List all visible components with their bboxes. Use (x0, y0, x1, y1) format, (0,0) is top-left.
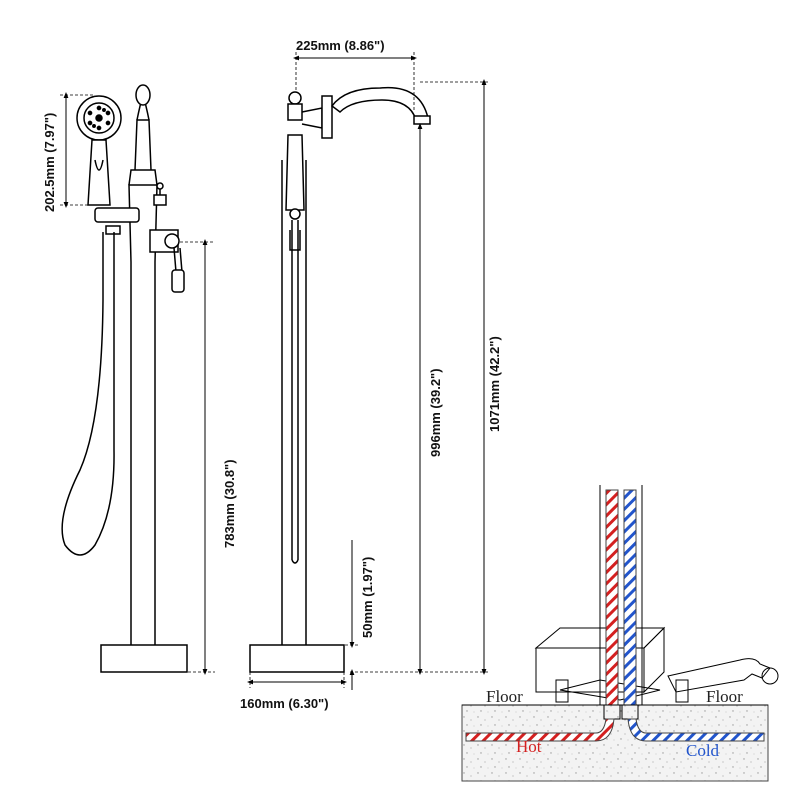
dimension-spout-reach: 225mm (8.86") (293, 38, 417, 110)
hot-supply-riser (605, 489, 619, 706)
dimension-spout-height: 996mm (39.2") (350, 123, 490, 675)
base-width-label: 160mm (6.30") (240, 696, 329, 711)
handshower-height-label: 202.5mm (7.97") (42, 113, 57, 212)
hot-underground-pipe (465, 718, 615, 742)
spout-reach-label: 225mm (8.86") (296, 38, 385, 53)
cold-underground-pipe (627, 718, 765, 742)
dimension-base-thickness: 50mm (1.97") (340, 540, 375, 690)
dimension-total-height: 1071mm (42.2") (420, 79, 502, 675)
spout-height-label: 996mm (39.2") (428, 368, 443, 457)
floor-label-right: Floor (706, 687, 743, 706)
base-thickness-label: 50mm (1.97") (360, 557, 375, 638)
dimension-handshower: 202.5mm (7.97") (42, 92, 95, 212)
side-base (249, 644, 345, 673)
hot-label: Hot (516, 737, 542, 756)
cold-supply-riser (623, 489, 637, 706)
cold-label: Cold (686, 741, 720, 760)
total-height-label: 1071mm (42.2") (487, 336, 502, 432)
front-view-faucet (61, 84, 188, 673)
dimension-valve-height: 783mm (30.8") (180, 239, 237, 675)
floor-label-left: Floor (486, 687, 523, 706)
side-view-faucet (249, 86, 431, 673)
installation-diagram: Floor Floor Hot Cold (461, 485, 779, 782)
dimension-base-width: 160mm (6.30") (240, 672, 347, 711)
front-base (100, 644, 188, 673)
floor-slab (461, 704, 769, 782)
valve-height-label: 783mm (30.8") (222, 459, 237, 548)
